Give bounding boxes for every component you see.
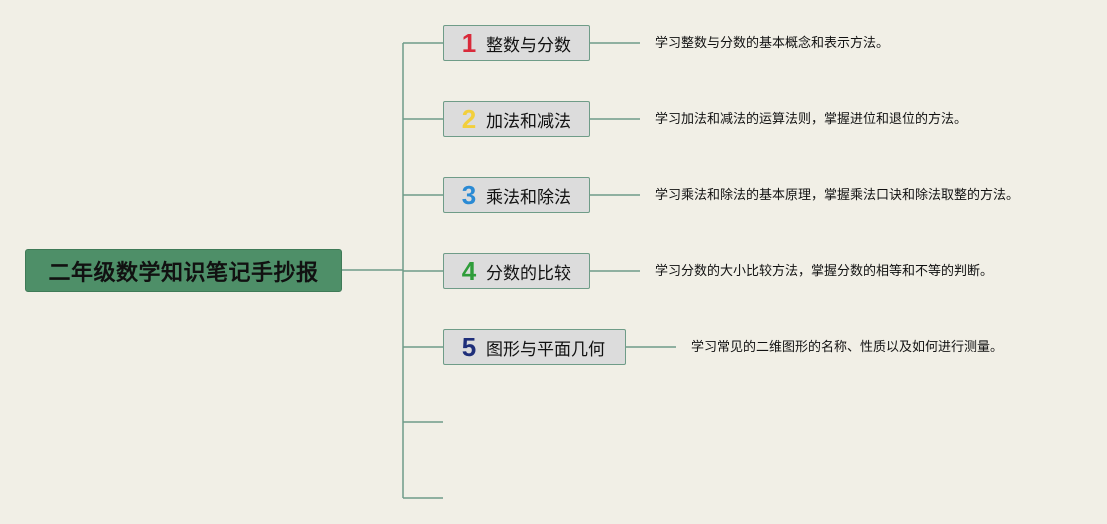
topic-node-3[interactable]: 3 乘法和除法 xyxy=(443,177,590,213)
topic-number-1: 1 xyxy=(461,28,477,58)
topic-node-4[interactable]: 4 分数的比较 xyxy=(443,253,590,289)
topic-description-1: 学习整数与分数的基本概念和表示方法。 xyxy=(655,36,890,51)
topic-node-1[interactable]: 1 整数与分数 xyxy=(443,25,590,61)
topic-number-4: 4 xyxy=(461,256,477,286)
topic-title-2: 加法和减法 xyxy=(486,111,571,132)
topic-description-5: 学习常见的二维图形的名称、性质以及如何进行测量。 xyxy=(691,340,1004,355)
topic-node-5[interactable]: 5 图形与平面几何 xyxy=(443,329,626,365)
topic-description-4: 学习分数的大小比较方法，掌握分数的相等和不等的判断。 xyxy=(655,264,994,279)
root-title: 二年级数学知识笔记手抄报 xyxy=(48,260,319,286)
topic-number-5: 5 xyxy=(461,332,477,362)
topic-description-2: 学习加法和减法的运算法则，掌握进位和退位的方法。 xyxy=(655,112,968,127)
topic-description-3: 学习乘法和除法的基本原理，掌握乘法口诀和除法取整的方法。 xyxy=(655,188,1020,203)
topic-number-2: 2 xyxy=(461,104,477,134)
topic-title-5: 图形与平面几何 xyxy=(486,339,605,360)
topic-title-1: 整数与分数 xyxy=(486,35,571,56)
topic-title-4: 分数的比较 xyxy=(486,263,571,284)
topic-number-3: 3 xyxy=(461,180,477,210)
topic-node-2[interactable]: 2 加法和减法 xyxy=(443,101,590,137)
topic-title-3: 乘法和除法 xyxy=(486,187,571,208)
root-node[interactable]: 二年级数学知识笔记手抄报 xyxy=(25,249,342,292)
